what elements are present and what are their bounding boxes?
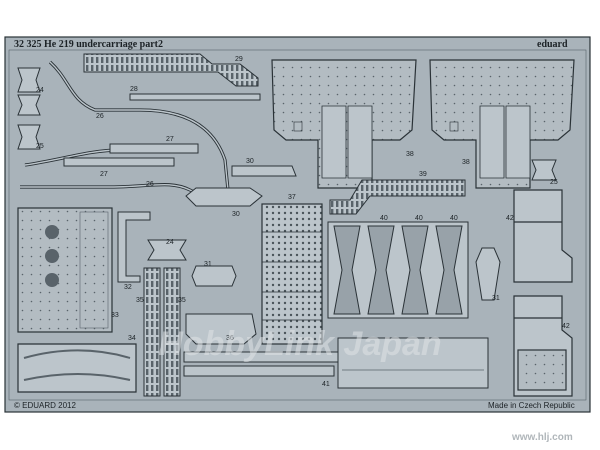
sheet-title: 32 325 He 219 undercarriage part2 [14,39,163,50]
part-number-24b: 24 [166,239,174,246]
part-42-panels [513,189,573,397]
part-number-27b: 27 [100,171,108,178]
part-27-bar-b [63,157,175,167]
part-number-35: 35 [136,297,144,304]
part-number-42: 42 [506,215,514,222]
part-31-bracket [475,247,501,301]
part-24-clip [147,239,187,261]
part-24-bracket [17,67,41,150]
part-number-26b: 26 [146,181,154,188]
watermark-text: HobbyLink Japan [158,325,441,363]
part-number-30: 30 [246,158,254,165]
part-number-25: 25 [36,143,44,150]
part-29-strip [83,53,259,87]
part-number-41: 41 [322,381,330,388]
part-number-28: 28 [130,86,138,93]
fret-inner-border [8,49,587,401]
part-number-32: 32 [124,284,132,291]
part-31-link [191,265,237,287]
part-number-42b: 42 [562,323,570,330]
brand-logo: eduard [537,39,568,50]
watermark-url: www.hlj.com [511,432,573,443]
origin-text: Made in Czech Republic [488,401,575,410]
part-38-door-right [429,59,575,189]
part-35-rail-right [163,267,181,397]
part-number-40b: 40 [415,215,423,222]
part-35-rail-left [143,267,161,397]
part-number-27: 27 [166,136,174,143]
part-41-strip [183,337,489,389]
part-number-33: 33 [111,312,119,319]
part-37-panel [261,203,323,345]
part-number-38b: 38 [462,159,470,166]
part-number-38: 38 [406,151,414,158]
part-27-bar [109,143,199,154]
part-33-plate [17,207,113,333]
part-number-31: 31 [492,295,500,302]
part-32-bracket [117,211,151,283]
part-number-35b: 35 [178,297,186,304]
part-28-strip [129,93,261,101]
part-number-31b: 31 [204,261,212,268]
part-number-40: 40 [380,215,388,222]
part-number-39: 39 [419,171,427,178]
part-number-26: 26 [96,113,104,120]
part-25-bracket [531,159,557,181]
part-39-strip [329,179,466,215]
part-number-25b: 25 [550,179,558,186]
part-30-frame [231,165,297,177]
part-40-panels [327,221,469,319]
part-number-34: 34 [128,335,136,342]
copyright-text: © EDUARD 2012 [14,401,76,410]
part-34-strip [17,343,137,393]
part-number-37: 37 [288,194,296,201]
part-number-36: 36 [226,335,234,342]
part-number-40c: 40 [450,215,458,222]
part-number-30b: 30 [232,211,240,218]
part-number-24: 24 [36,87,44,94]
part-number-29: 29 [235,56,243,63]
part-30-frame-b [185,187,263,207]
part-36-hinge [185,313,257,345]
